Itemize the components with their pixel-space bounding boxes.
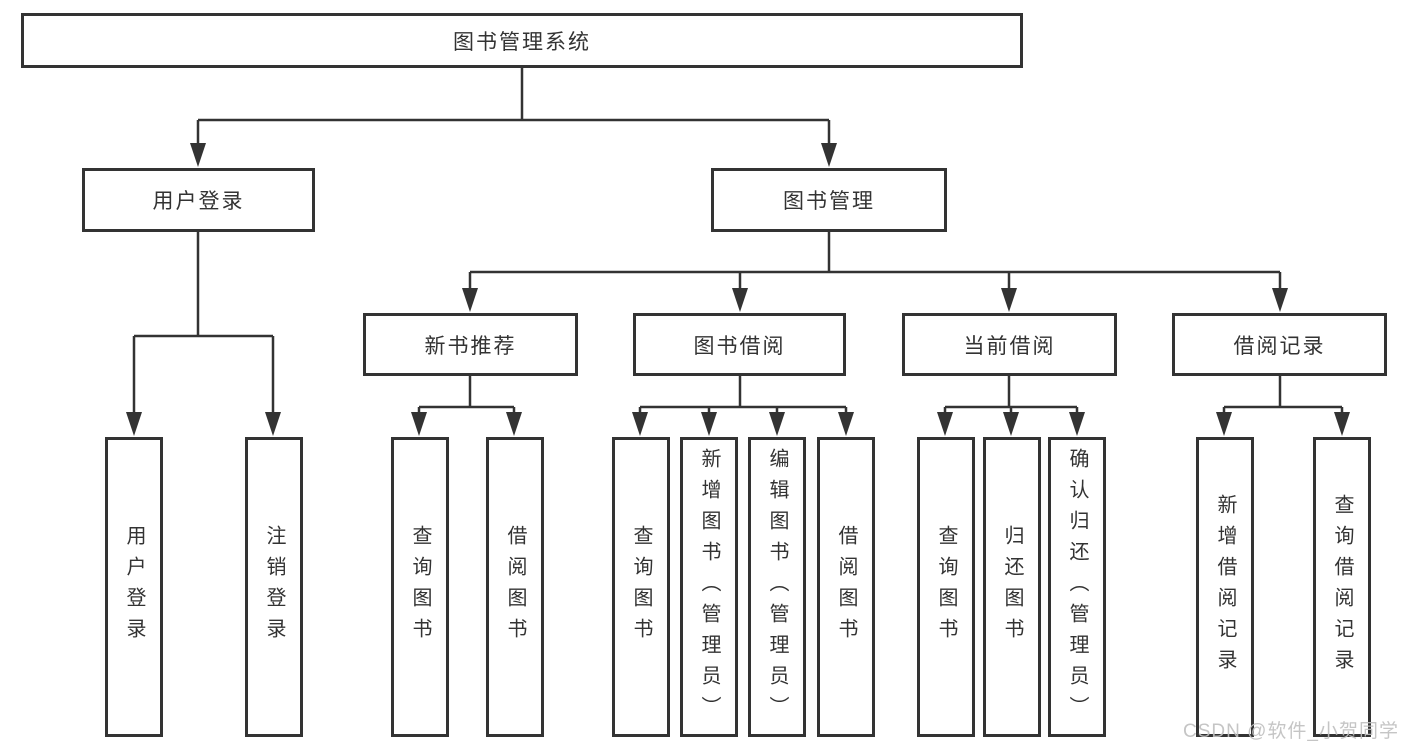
node-leaf-logout: 注销登录	[245, 437, 303, 737]
node-label-leaf-cur-confirm-return-admin: 确认归还（管理员）	[1066, 447, 1088, 727]
node-label-leaf-nb-query-books: 查询图书	[409, 525, 431, 649]
node-label-leaf-bw-query-books: 查询图书	[630, 525, 652, 649]
node-label-leaf-bw-edit-books-admin: 编辑图书（管理员）	[766, 447, 788, 727]
node-label-leaf-cur-query-books: 查询图书	[935, 525, 957, 649]
node-label-new-book-recommend: 新书推荐	[424, 334, 517, 358]
node-label-leaf-rec-add-record: 新增借阅记录	[1214, 494, 1236, 680]
node-leaf-bw-add-books-admin: 新增图书（管理员）	[680, 437, 738, 737]
node-leaf-rec-query-record: 查询借阅记录	[1313, 437, 1371, 737]
node-label-borrowing-records: 借阅记录	[1233, 334, 1326, 358]
node-label-user-login: 用户登录	[152, 190, 245, 213]
node-label-current-borrowing: 当前借阅	[963, 334, 1056, 358]
node-leaf-bw-edit-books-admin: 编辑图书（管理员）	[748, 437, 806, 737]
node-new-book-recommend: 新书推荐	[363, 313, 578, 376]
node-label-system-root: 图书管理系统	[453, 30, 591, 54]
node-leaf-nb-query-books: 查询图书	[391, 437, 449, 737]
node-leaf-nb-borrow-books: 借阅图书	[486, 437, 544, 737]
node-label-leaf-nb-borrow-books: 借阅图书	[504, 525, 526, 649]
node-label-book-management: 图书管理	[783, 190, 875, 213]
node-book-borrowing: 图书借阅	[633, 313, 846, 376]
node-label-leaf-user-login: 用户登录	[123, 525, 145, 649]
node-leaf-cur-return-books: 归还图书	[983, 437, 1041, 737]
node-label-leaf-cur-return-books: 归还图书	[1001, 525, 1023, 649]
node-label-leaf-bw-add-books-admin: 新增图书（管理员）	[698, 447, 720, 727]
node-leaf-cur-query-books: 查询图书	[917, 437, 975, 737]
node-label-leaf-logout: 注销登录	[263, 525, 285, 649]
node-leaf-bw-query-books: 查询图书	[612, 437, 670, 737]
node-user-login: 用户登录	[82, 168, 315, 232]
node-current-borrowing: 当前借阅	[902, 313, 1117, 376]
node-label-leaf-rec-query-record: 查询借阅记录	[1331, 494, 1353, 680]
node-label-leaf-bw-borrow-books: 借阅图书	[835, 525, 857, 649]
node-system-root: 图书管理系统	[21, 13, 1023, 68]
node-borrowing-records: 借阅记录	[1172, 313, 1387, 376]
node-leaf-user-login: 用户登录	[105, 437, 163, 737]
csdn-watermark: CSDN @软件_小贺同学	[1183, 721, 1399, 742]
node-leaf-bw-borrow-books: 借阅图书	[817, 437, 875, 737]
node-book-management: 图书管理	[711, 168, 947, 232]
node-leaf-cur-confirm-return-admin: 确认归还（管理员）	[1048, 437, 1106, 737]
node-leaf-rec-add-record: 新增借阅记录	[1196, 437, 1254, 737]
node-label-book-borrowing: 图书借阅	[693, 334, 786, 358]
